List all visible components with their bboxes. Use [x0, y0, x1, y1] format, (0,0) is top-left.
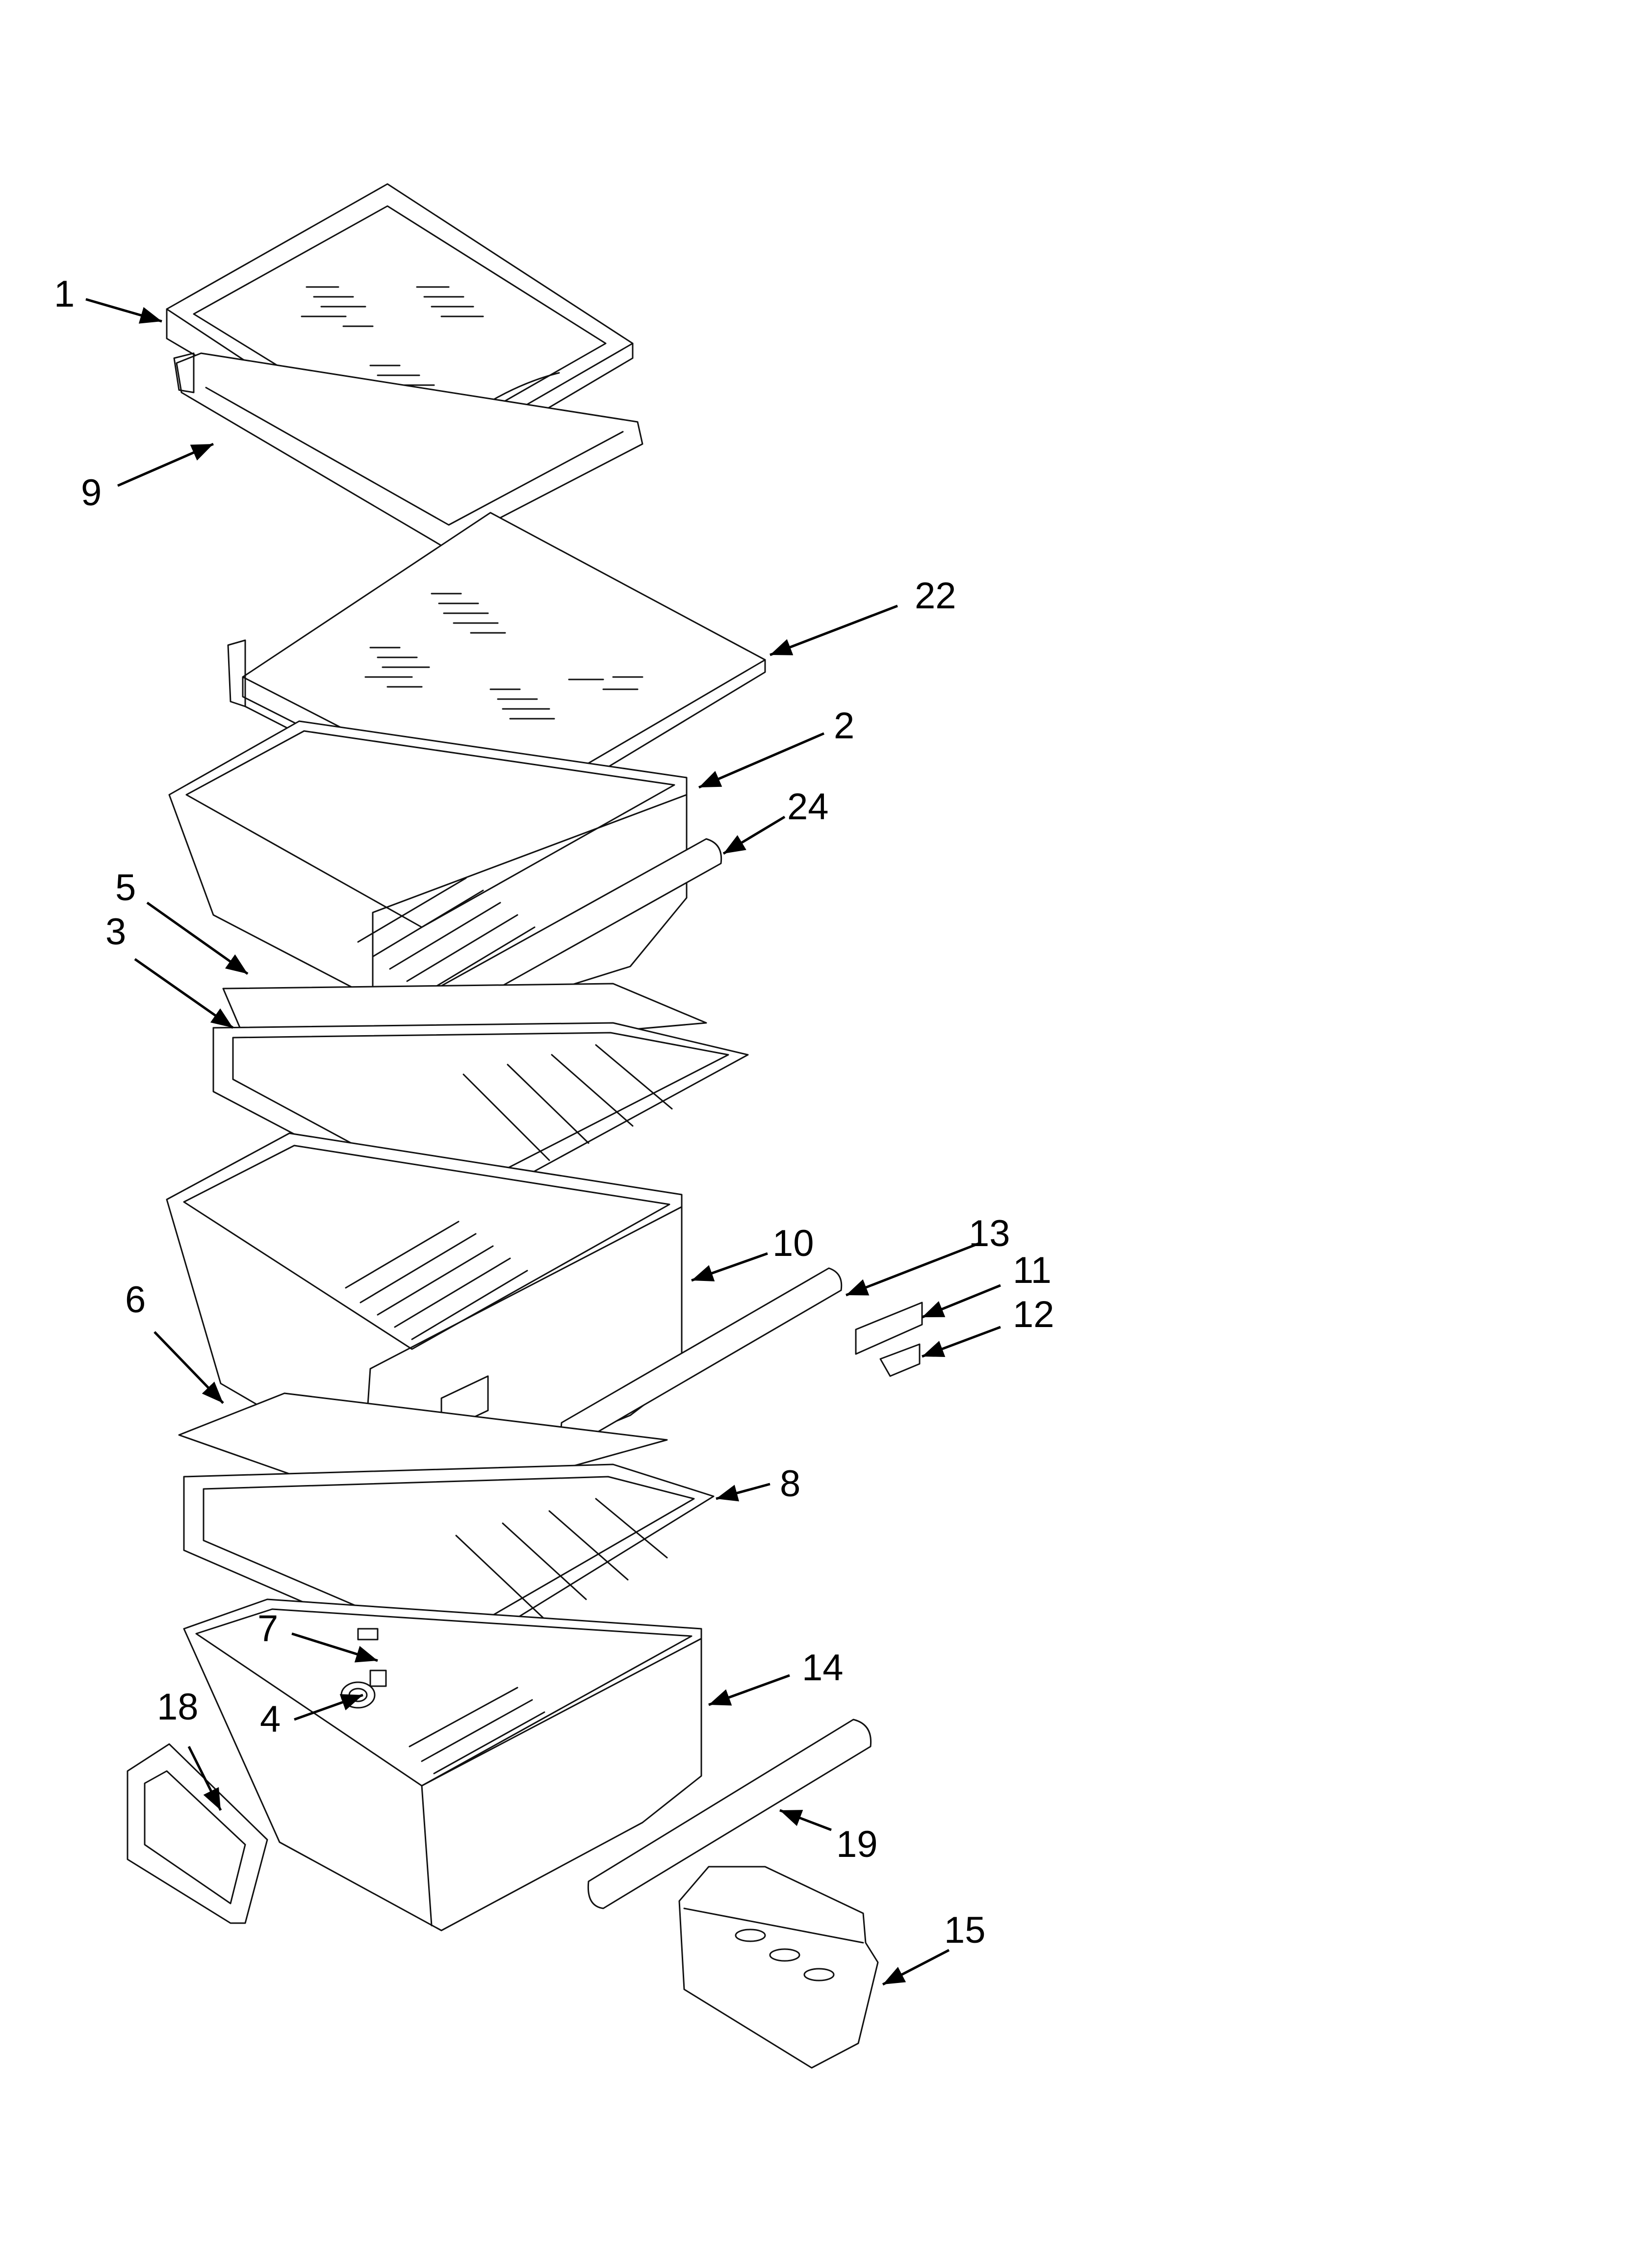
callout-1: 1	[54, 273, 75, 315]
part-drawer-trim	[587, 1719, 872, 1909]
callout-8: 8	[780, 1463, 800, 1505]
part-shelf-frame	[173, 352, 643, 548]
leader-24	[722, 815, 786, 855]
callout-labels: 1 9 22 2 24 5 3 10 13 11 12 6 8 7 4 14 1…	[54, 273, 1054, 1951]
callout-11: 11	[1013, 1250, 1052, 1291]
callout-19: 19	[836, 1824, 878, 1865]
leader-12	[922, 1326, 1001, 1358]
callout-9: 9	[81, 472, 102, 514]
callout-leaders	[85, 298, 1001, 1986]
leader-13	[846, 1242, 979, 1297]
part-crisper-drawer-upper	[168, 720, 688, 1026]
part-badge	[127, 1743, 268, 1924]
leader-5	[146, 901, 249, 975]
callout-24: 24	[787, 786, 829, 828]
callout-3: 3	[105, 911, 126, 953]
callout-2: 2	[834, 705, 854, 747]
callout-6: 6	[125, 1279, 146, 1321]
callout-13: 13	[969, 1213, 1010, 1254]
callout-12: 12	[1013, 1294, 1054, 1335]
part-clip-upper	[855, 1302, 923, 1355]
leader-22	[770, 604, 898, 656]
leader-19	[779, 1809, 832, 1831]
part-clip-lower	[879, 1343, 921, 1377]
leader-3	[134, 958, 234, 1029]
callout-5: 5	[115, 867, 136, 909]
callout-10: 10	[772, 1223, 814, 1264]
leader-10	[691, 1252, 768, 1282]
leader-2	[698, 732, 824, 789]
callout-18: 18	[157, 1686, 199, 1728]
leader-14	[708, 1674, 790, 1706]
part-crisper-cover-frame-upper	[212, 1022, 749, 1218]
leader-6	[154, 1331, 224, 1404]
leader-11	[922, 1284, 1001, 1319]
callout-22: 22	[915, 575, 956, 617]
callout-15: 15	[944, 1909, 986, 1951]
leader-15	[882, 1949, 950, 1986]
leader-9	[117, 443, 214, 487]
leader-18	[187, 1746, 222, 1811]
leader-1	[85, 298, 162, 324]
part-shelf-top	[166, 183, 634, 487]
callout-14: 14	[802, 1647, 844, 1689]
part-deli-drawer	[183, 1598, 702, 1931]
callout-7: 7	[257, 1608, 278, 1649]
callout-4: 4	[260, 1698, 281, 1740]
leader-4	[294, 1694, 363, 1721]
part-door-bin	[678, 1866, 879, 2069]
part-crisper-cover-frame-lower	[183, 1463, 715, 1664]
leader-7	[291, 1632, 378, 1663]
leader-8	[716, 1483, 770, 1502]
part-tab	[357, 1628, 379, 1641]
